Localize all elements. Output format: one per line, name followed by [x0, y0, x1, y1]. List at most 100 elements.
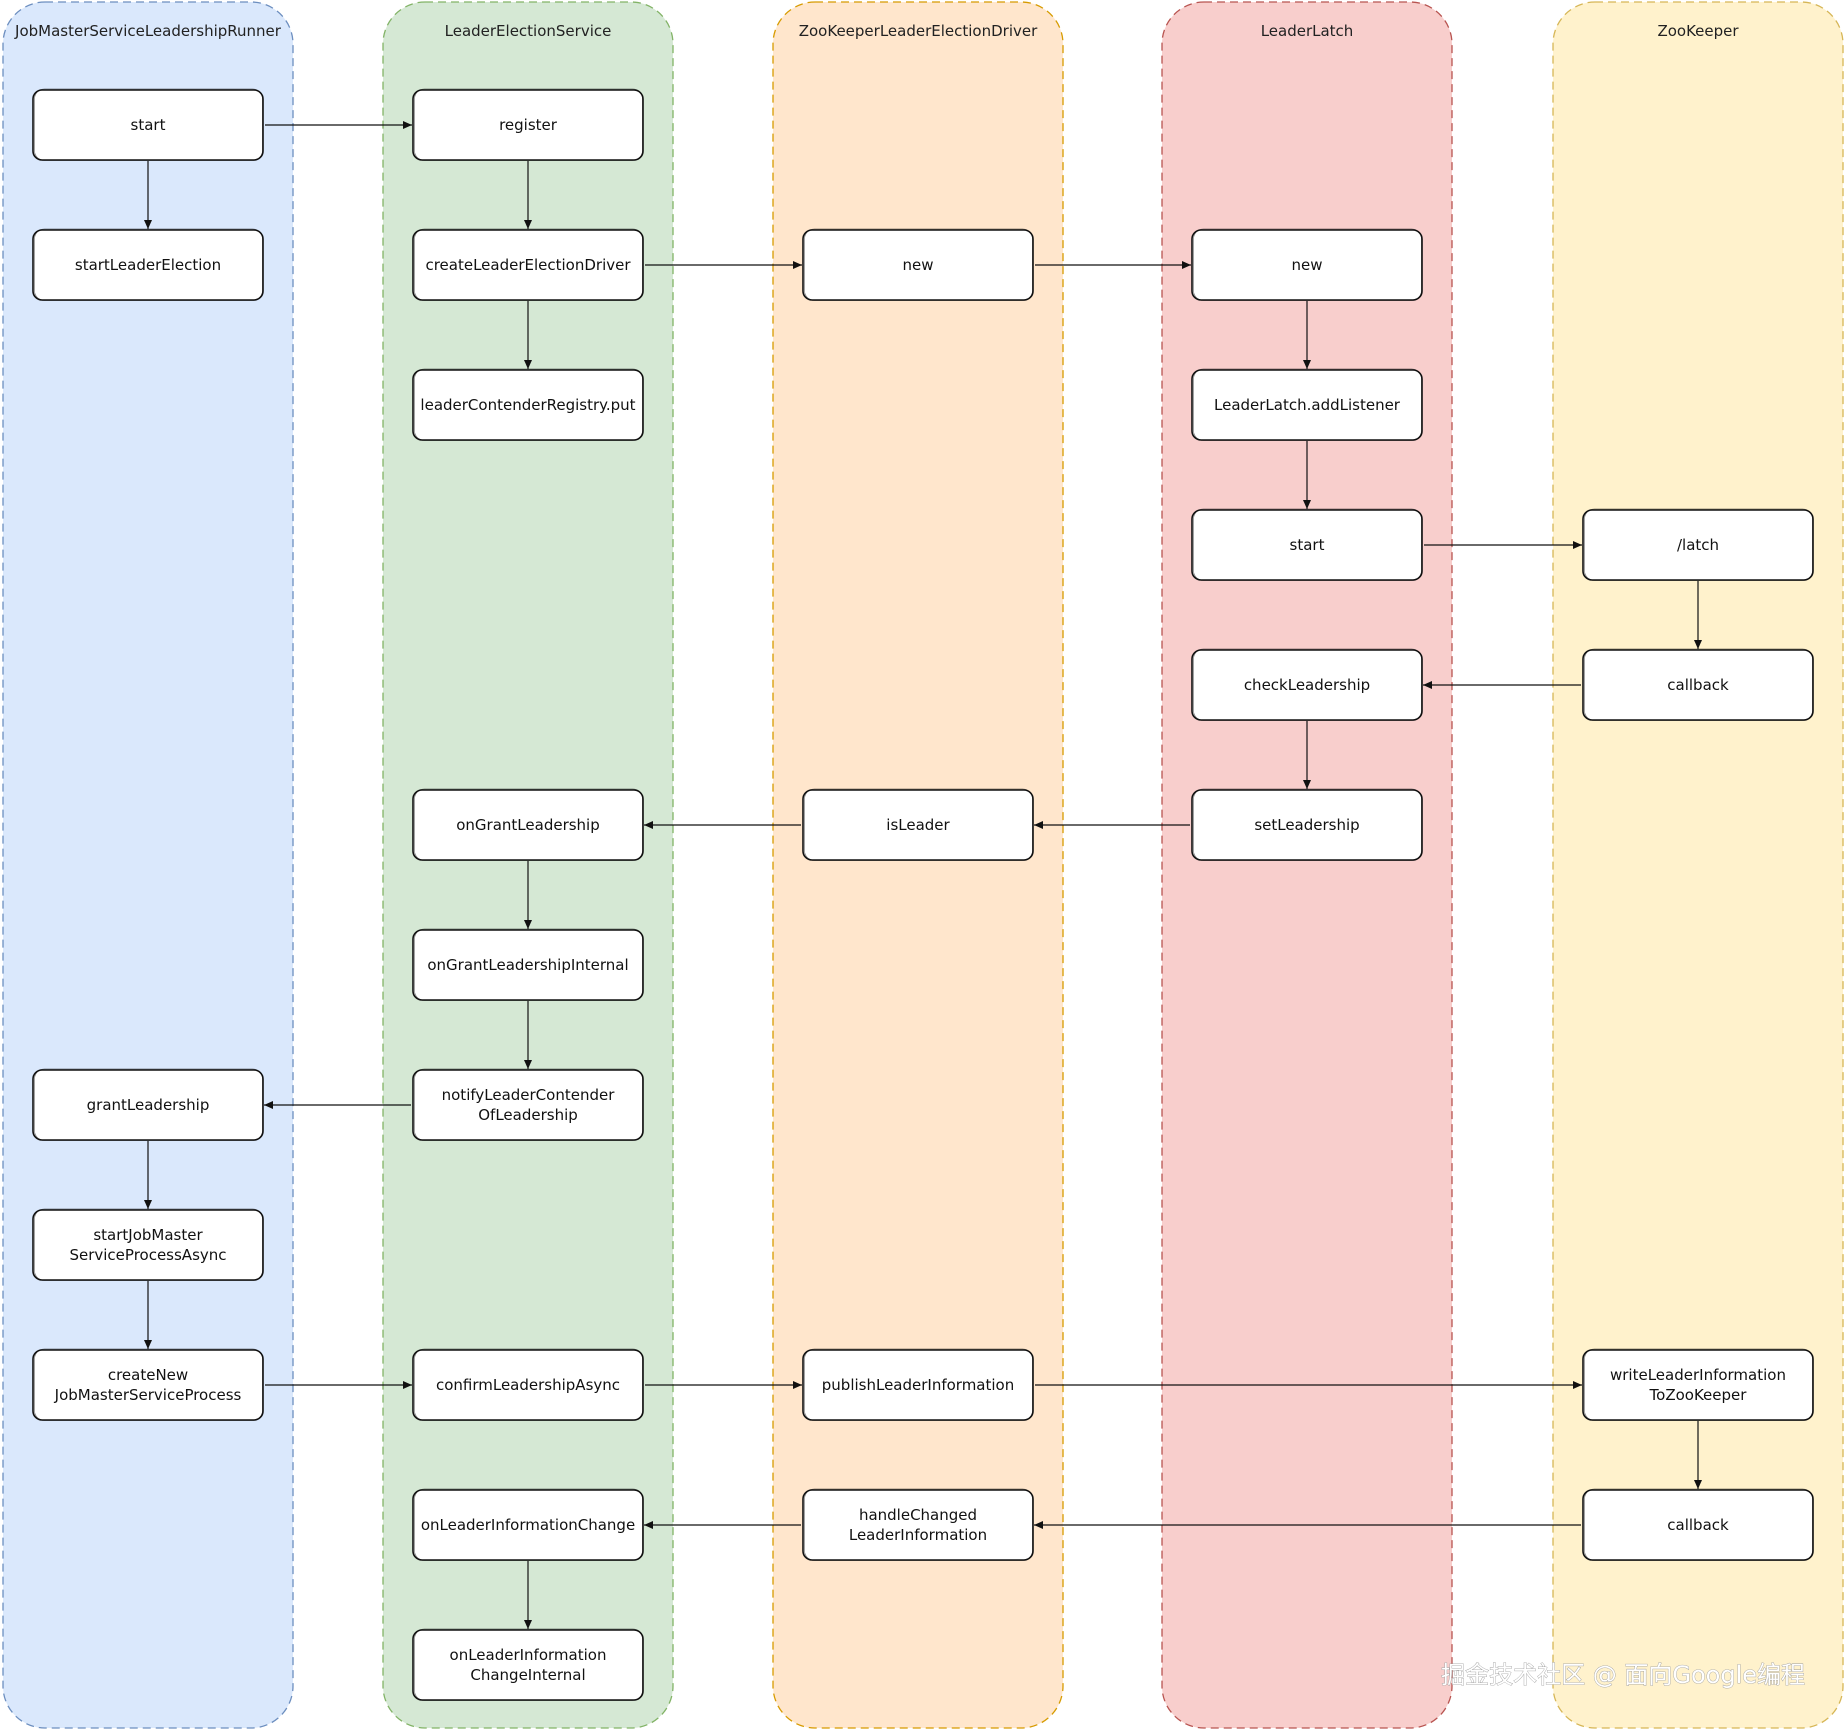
node-box — [412, 789, 644, 861]
node-box — [802, 1489, 1034, 1561]
node-label: /latch — [1677, 536, 1719, 554]
node-l_new[interactable]: new — [1191, 228, 1423, 301]
node-s_ogli[interactable]: onGrantLeadershipInternal — [412, 928, 644, 1001]
node-l_set[interactable]: setLeadership — [1191, 788, 1423, 861]
node-box — [412, 1349, 644, 1421]
node-d_pub[interactable]: publishLeaderInformation — [802, 1348, 1034, 1421]
node-box-sketch — [414, 1488, 643, 1561]
node-box-sketch — [1193, 228, 1422, 301]
node-label: handleChanged — [859, 1506, 977, 1524]
node-r_start[interactable]: start — [32, 88, 264, 161]
node-label: startJobMaster — [93, 1226, 203, 1244]
node-label: confirmLeadershipAsync — [436, 1376, 620, 1394]
node-z_cb1[interactable]: callback — [1582, 648, 1814, 721]
node-s_confirm[interactable]: confirmLeadershipAsync — [412, 1348, 644, 1421]
node-box — [802, 229, 1034, 301]
node-l_start[interactable]: start — [1191, 508, 1423, 581]
node-box-sketch — [34, 88, 263, 161]
node-box-sketch — [804, 228, 1033, 301]
node-label: onGrantLeadership — [456, 816, 600, 834]
node-r_sle[interactable]: startLeaderElection — [32, 228, 264, 301]
node-box-sketch — [34, 1208, 263, 1281]
node-label: onLeaderInformation — [450, 1646, 607, 1664]
node-s_cled[interactable]: createLeaderElectionDriver — [412, 228, 644, 301]
watermark-text: 掘金技术社区 @ 面向Google编程 — [1441, 1661, 1805, 1689]
node-box — [32, 229, 264, 301]
node-l_add[interactable]: LeaderLatch.addListener — [1191, 368, 1423, 441]
node-box-sketch — [414, 1628, 643, 1701]
node-box — [1191, 509, 1423, 581]
node-box-sketch — [1193, 788, 1422, 861]
node-box-sketch — [34, 1068, 263, 1141]
arrows — [144, 121, 1702, 1629]
node-z_cb2[interactable]: callback — [1582, 1488, 1814, 1561]
node-label: callback — [1667, 1516, 1729, 1534]
node-box — [1191, 369, 1423, 441]
node-box — [1191, 229, 1423, 301]
node-s_olic[interactable]: onLeaderInformationChange — [412, 1488, 644, 1561]
node-box — [1191, 789, 1423, 861]
node-label: isLeader — [886, 816, 950, 834]
node-box — [412, 1629, 644, 1701]
node-box — [1582, 509, 1814, 581]
node-box-sketch — [1584, 508, 1813, 581]
node-box — [1582, 1489, 1814, 1561]
node-label: checkLeadership — [1244, 676, 1370, 694]
node-box-sketch — [1193, 648, 1422, 721]
lane-runner: JobMasterServiceLeadershipRunner — [2, 1, 294, 1729]
node-box — [412, 89, 644, 161]
node-box-sketch — [1193, 368, 1422, 441]
node-d_isl[interactable]: isLeader — [802, 788, 1034, 861]
lane-background — [772, 1, 1064, 1729]
node-box-sketch — [1584, 648, 1813, 721]
node-box — [32, 89, 264, 161]
node-box — [412, 929, 644, 1001]
node-s_put[interactable]: leaderContenderRegistry.put — [412, 368, 644, 441]
node-label: OfLeadership — [478, 1106, 578, 1124]
node-box-sketch — [804, 1488, 1033, 1561]
node-box-sketch — [414, 1068, 643, 1141]
node-box-sketch — [804, 1348, 1033, 1421]
node-label: startLeaderElection — [75, 256, 221, 274]
node-label: start — [131, 116, 166, 134]
lane-title: LeaderElectionService — [445, 22, 612, 40]
node-box — [412, 1069, 644, 1141]
node-label: onGrantLeadershipInternal — [427, 956, 628, 974]
node-label: ChangeInternal — [470, 1666, 585, 1684]
node-box — [802, 1349, 1034, 1421]
node-box-sketch — [1193, 508, 1422, 581]
node-label: createLeaderElectionDriver — [425, 256, 631, 274]
node-box — [412, 369, 644, 441]
node-box — [32, 1069, 264, 1141]
node-box-sketch — [414, 228, 643, 301]
node-label: writeLeaderInformation — [1610, 1366, 1786, 1384]
node-label: onLeaderInformationChange — [421, 1516, 635, 1534]
node-box-sketch — [34, 1348, 263, 1421]
node-s_ogl[interactable]: onGrantLeadership — [412, 788, 644, 861]
node-s_reg[interactable]: register — [412, 88, 644, 161]
node-r_grant[interactable]: grantLeadership — [32, 1068, 264, 1141]
node-label: createNew — [108, 1366, 188, 1384]
node-l_check[interactable]: checkLeadership — [1191, 648, 1423, 721]
lane-title: JobMasterServiceLeadershipRunner — [14, 22, 282, 40]
node-label: start — [1290, 536, 1325, 554]
lane-title: ZooKeeperLeaderElectionDriver — [799, 22, 1038, 40]
node-label: leaderContenderRegistry.put — [420, 396, 635, 414]
node-box — [412, 229, 644, 301]
node-d_new[interactable]: new — [802, 228, 1034, 301]
node-box-sketch — [414, 1348, 643, 1421]
node-box-sketch — [1584, 1488, 1813, 1561]
node-z_latch[interactable]: /latch — [1582, 508, 1814, 581]
node-label: register — [499, 116, 558, 134]
node-box — [1191, 649, 1423, 721]
node-box — [802, 789, 1034, 861]
lane-driver: ZooKeeperLeaderElectionDriver — [772, 1, 1064, 1729]
lane-title: ZooKeeper — [1657, 22, 1739, 40]
node-box — [412, 1489, 644, 1561]
